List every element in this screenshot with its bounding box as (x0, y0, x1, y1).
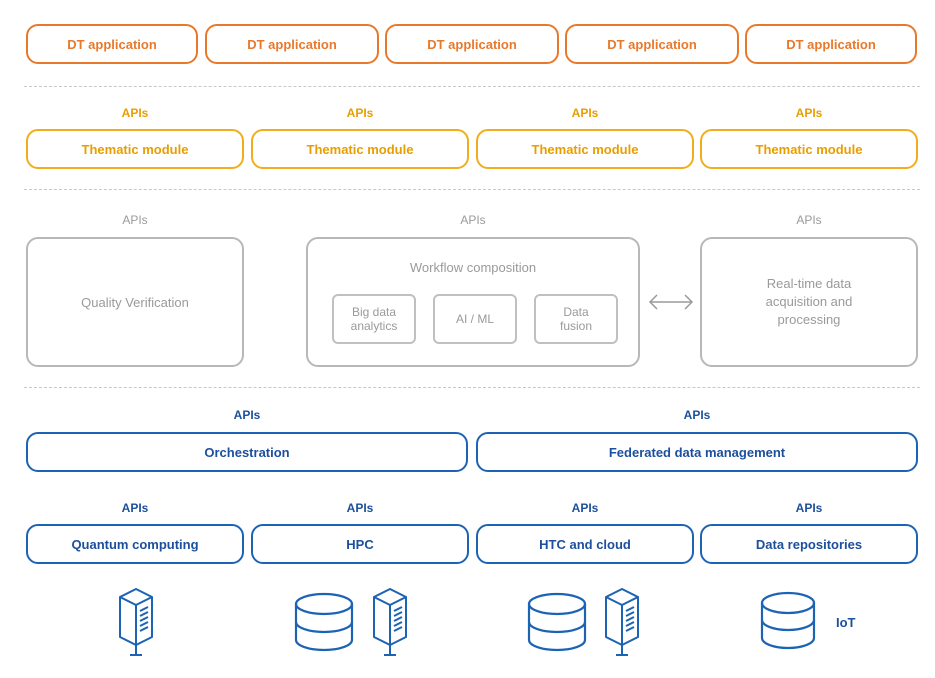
orchestration-label: Orchestration (204, 444, 290, 460)
layer-divider (24, 387, 920, 388)
apis-label: APIs (571, 501, 599, 515)
dt-application-label: DT application (427, 36, 517, 52)
thematic-module-label: Thematic module (531, 141, 639, 157)
server-icon (605, 588, 639, 656)
apis-label: APIs (122, 213, 148, 227)
database-icon (760, 591, 816, 650)
dt-application-label: DT application (247, 36, 337, 52)
dt-application-2: DT application (205, 24, 379, 64)
quantum-computing-label: Quantum computing (71, 536, 199, 552)
thematic-module-2: Thematic module (251, 129, 469, 169)
iot-label: IoT (836, 615, 856, 630)
dt-application-3: DT application (385, 24, 559, 64)
apis-label: APIs (571, 106, 599, 120)
quality-verification-label: Quality Verification (81, 294, 189, 310)
ai-ml-box: AI / ML (433, 294, 517, 344)
apis-label: APIs (796, 213, 822, 227)
hpc-box: HPC (251, 524, 469, 564)
dt-application-5: DT application (745, 24, 917, 64)
big-data-analytics-box: Big data analytics (332, 294, 416, 344)
hpc-label: HPC (346, 536, 374, 552)
workflow-composition-box: Workflow composition Big data analytics … (306, 237, 640, 367)
thematic-module-1: Thematic module (26, 129, 244, 169)
server-icon (119, 588, 153, 656)
database-icon (527, 592, 587, 652)
htc-cloud-label: HTC and cloud (539, 536, 631, 552)
orchestration-box: Orchestration (26, 432, 468, 472)
dt-application-1: DT application (26, 24, 198, 64)
quality-verification-box: Quality Verification (26, 237, 244, 367)
apis-label: APIs (346, 106, 374, 120)
apis-label: APIs (683, 408, 711, 422)
apis-label: APIs (460, 213, 486, 227)
arrow-both-icon (648, 294, 694, 310)
data-fusion-box: Data fusion (534, 294, 618, 344)
thematic-module-label: Thematic module (755, 141, 863, 157)
dt-application-label: DT application (67, 36, 157, 52)
workflow-composition-title: Workflow composition (409, 260, 537, 275)
federated-data-management-label: Federated data management (608, 444, 786, 460)
dt-application-label: DT application (786, 36, 876, 52)
layer-divider (24, 189, 920, 190)
server-icon (373, 588, 407, 656)
quantum-computing-box: Quantum computing (26, 524, 244, 564)
apis-label: APIs (233, 408, 261, 422)
apis-label: APIs (795, 501, 823, 515)
apis-label: APIs (121, 106, 149, 120)
apis-label: APIs (795, 106, 823, 120)
dt-application-label: DT application (607, 36, 697, 52)
data-repositories-box: Data repositories (700, 524, 918, 564)
thematic-module-label: Thematic module (306, 141, 414, 157)
htc-cloud-box: HTC and cloud (476, 524, 694, 564)
thematic-module-label: Thematic module (81, 141, 189, 157)
data-repositories-label: Data repositories (755, 536, 863, 552)
federated-data-management-box: Federated data management (476, 432, 918, 472)
apis-label: APIs (346, 501, 374, 515)
realtime-acquisition-box: Real-time data acquisition and processin… (700, 237, 918, 367)
layer-divider (24, 86, 920, 87)
dt-application-4: DT application (565, 24, 739, 64)
thematic-module-3: Thematic module (476, 129, 694, 169)
apis-label: APIs (121, 501, 149, 515)
database-icon (294, 592, 354, 652)
thematic-module-4: Thematic module (700, 129, 918, 169)
